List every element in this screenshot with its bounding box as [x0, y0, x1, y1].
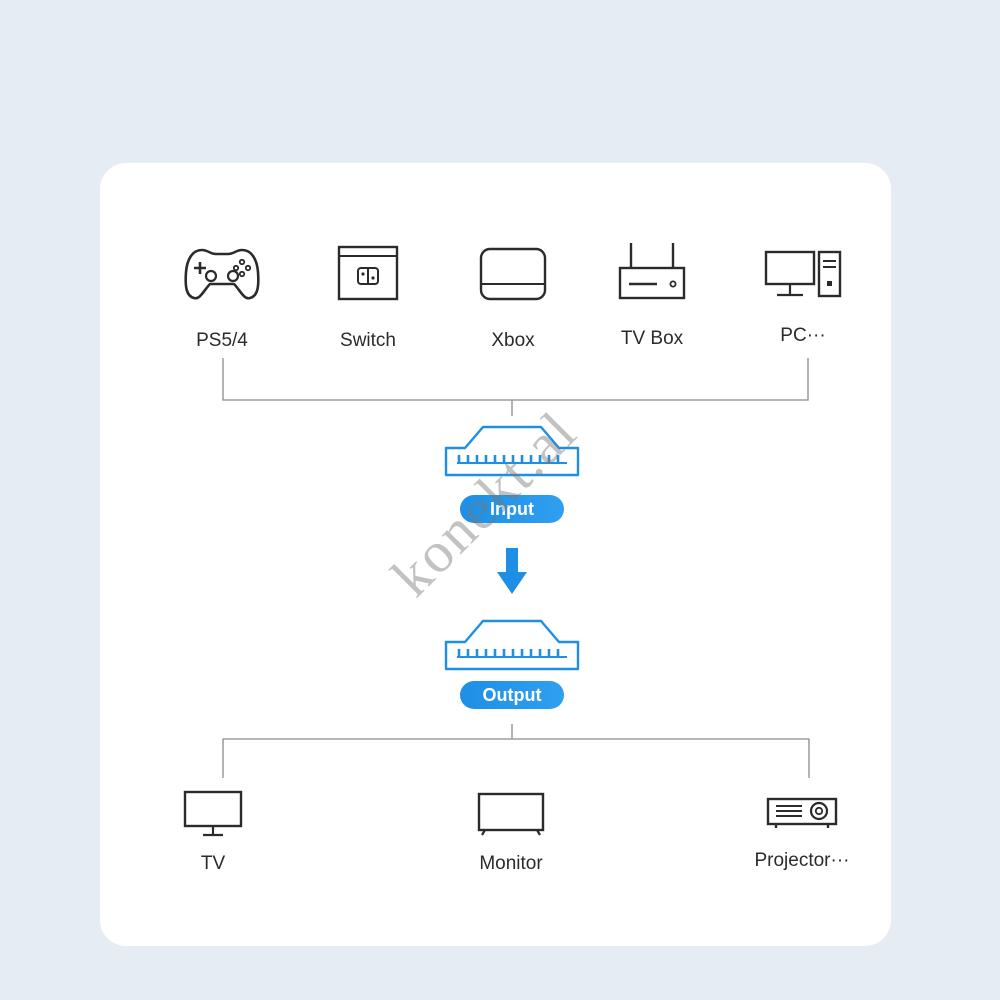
diagram-card: [100, 163, 891, 946]
output-monitor: Monitor: [441, 792, 581, 875]
input-badge: Input: [460, 495, 564, 523]
source-label: PS5/4: [196, 330, 248, 351]
router-tv-box-icon: [618, 243, 686, 300]
source-bus-line: [222, 358, 809, 401]
source-tv-box: TV Box: [582, 240, 722, 350]
desktop-pc-icon: [764, 250, 842, 298]
down-arrow-icon: [497, 548, 527, 594]
xbox-console-icon: [479, 247, 547, 301]
source-label: PC···: [780, 325, 826, 346]
source-label: Xbox: [491, 330, 535, 351]
hdmi-input-port: [444, 425, 580, 477]
source-xbox: Xbox: [443, 244, 583, 352]
switch-console-icon: [337, 245, 399, 301]
monitor-icon: [477, 792, 545, 836]
input-label: Input: [490, 498, 534, 519]
source-switch: Switch: [298, 244, 438, 352]
output-tv: TV: [143, 790, 283, 875]
output-label: Output: [482, 684, 542, 705]
output-projector: Projector···: [732, 794, 872, 872]
source-label: TV Box: [620, 328, 684, 349]
projector-icon: [766, 797, 838, 828]
tv-icon: [183, 790, 243, 837]
output-bus-line: [222, 738, 810, 778]
source-ps5: PS5/4: [152, 244, 292, 352]
output-device-label: Projector···: [754, 850, 850, 871]
hdmi-output-port: [444, 619, 580, 671]
output-badge: Output: [460, 681, 564, 709]
output-device-label: TV: [200, 853, 226, 874]
gamepad-icon: [184, 248, 260, 300]
source-pc: PC···: [733, 247, 873, 347]
output-device-label: Monitor: [479, 853, 543, 874]
source-label: Switch: [340, 330, 396, 351]
